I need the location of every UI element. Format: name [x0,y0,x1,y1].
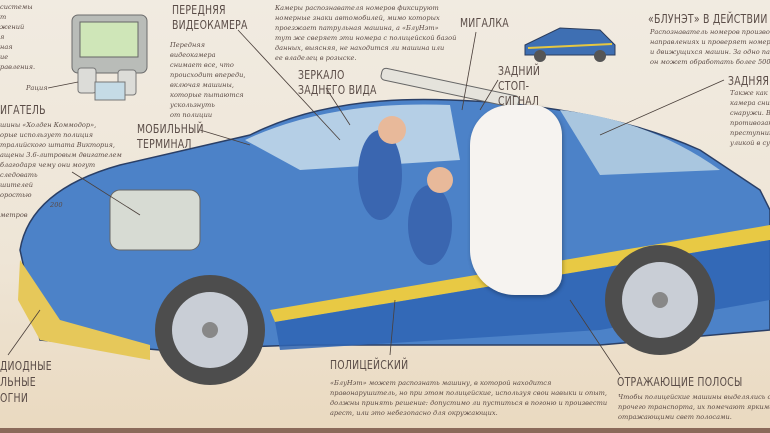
officer-driver [358,130,402,220]
lift-flap[interactable] [470,105,562,295]
reflective-stripes-heading: Отражающие полосы [617,375,743,389]
front-camera-heading: Передняя видеокамера [172,3,248,32]
page-edge [0,428,770,433]
rear-brake-light-heading: Задний стоп-сигнал [498,64,541,108]
bluenet-heading: «Блунэт» в действии [648,12,768,26]
bluenet-text: Распознаватель номеров производитнаправл… [650,28,770,66]
police-heading: Полицейский [330,358,409,372]
engine-text: шины «Холден Коммодор»,орые использует п… [0,121,122,219]
front-wheel [155,275,265,385]
mini-police-car [524,27,616,62]
police-text: «БлуНэт» может распознать машину, в кото… [330,379,608,417]
led-lights-heading: диодные льные огни [0,359,52,405]
rearview-mirror-heading: Зеркало заднего вида [298,68,377,97]
front-bumper [18,260,150,360]
engine [109,189,201,251]
windshield [245,104,460,170]
lightbar [380,67,520,109]
rear-window [560,110,720,175]
lightbar-heading: Мигалка [460,16,509,30]
radio-label: Рация [26,84,48,92]
rear-camera-heading: Задняя ви [728,74,770,88]
rear-wheel [605,245,715,355]
officer-passenger [408,185,452,265]
mobile-terminal-heading: Мобильный терминал [137,122,204,151]
dashboard-inset [71,14,148,101]
engine-heading: игатель [0,103,46,117]
leader-lines [7,29,725,376]
reflective-stripes-text: Чтобы полицейские машины выделялись сред… [618,393,770,421]
